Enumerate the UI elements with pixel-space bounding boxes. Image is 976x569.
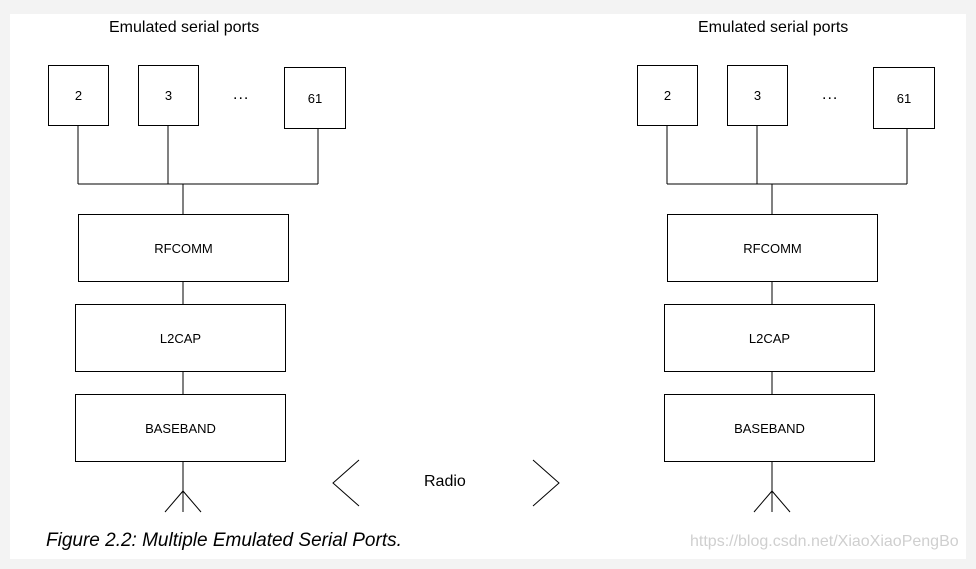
right-l2cap-box: L2CAP (664, 304, 875, 372)
port-label: 3 (753, 88, 762, 103)
left-port-box-2: 2 (48, 65, 109, 126)
right-rfcomm-box: RFCOMM (667, 214, 878, 282)
layer-label: BASEBAND (734, 420, 805, 436)
right-heading: Emulated serial ports (698, 19, 849, 36)
right-port-ellipsis: ... (822, 86, 839, 103)
right-baseband-box: BASEBAND (664, 394, 875, 462)
port-label: 2 (74, 88, 83, 103)
layer-label: L2CAP (748, 330, 791, 346)
left-rfcomm-box: RFCOMM (78, 214, 289, 282)
antenna-right-arm-l (753, 490, 773, 513)
left-l2cap-box: L2CAP (75, 304, 286, 372)
watermark-url: https://blog.csdn.net/XiaoXiaoPengBo (690, 533, 959, 550)
left-baseband-box: BASEBAND (75, 394, 286, 462)
right-port-box-2: 2 (637, 65, 698, 126)
antenna-left-arm-l (164, 490, 184, 513)
port-label: 2 (663, 88, 672, 103)
antenna-right-arm-r (771, 490, 791, 513)
antenna-left-arm-r (182, 490, 202, 513)
right-port-box-3: 3 (727, 65, 788, 126)
right-port-box-61: 61 (873, 67, 935, 129)
left-port-ellipsis: ... (233, 86, 250, 103)
figure-caption: Figure 2.2: Multiple Emulated Serial Por… (46, 530, 402, 551)
layer-label: BASEBAND (145, 420, 216, 436)
radio-bracket-right (532, 459, 560, 507)
left-heading: Emulated serial ports (109, 19, 260, 36)
port-label: 61 (307, 90, 323, 106)
layer-label: L2CAP (159, 330, 202, 346)
left-port-box-3: 3 (138, 65, 199, 126)
radio-bracket-left (332, 459, 360, 507)
left-port-box-61: 61 (284, 67, 346, 129)
layer-label: RFCOMM (743, 240, 802, 256)
layer-label: RFCOMM (154, 240, 213, 256)
port-label: 3 (164, 88, 173, 103)
port-label: 61 (896, 90, 912, 106)
radio-label: Radio (424, 473, 466, 490)
